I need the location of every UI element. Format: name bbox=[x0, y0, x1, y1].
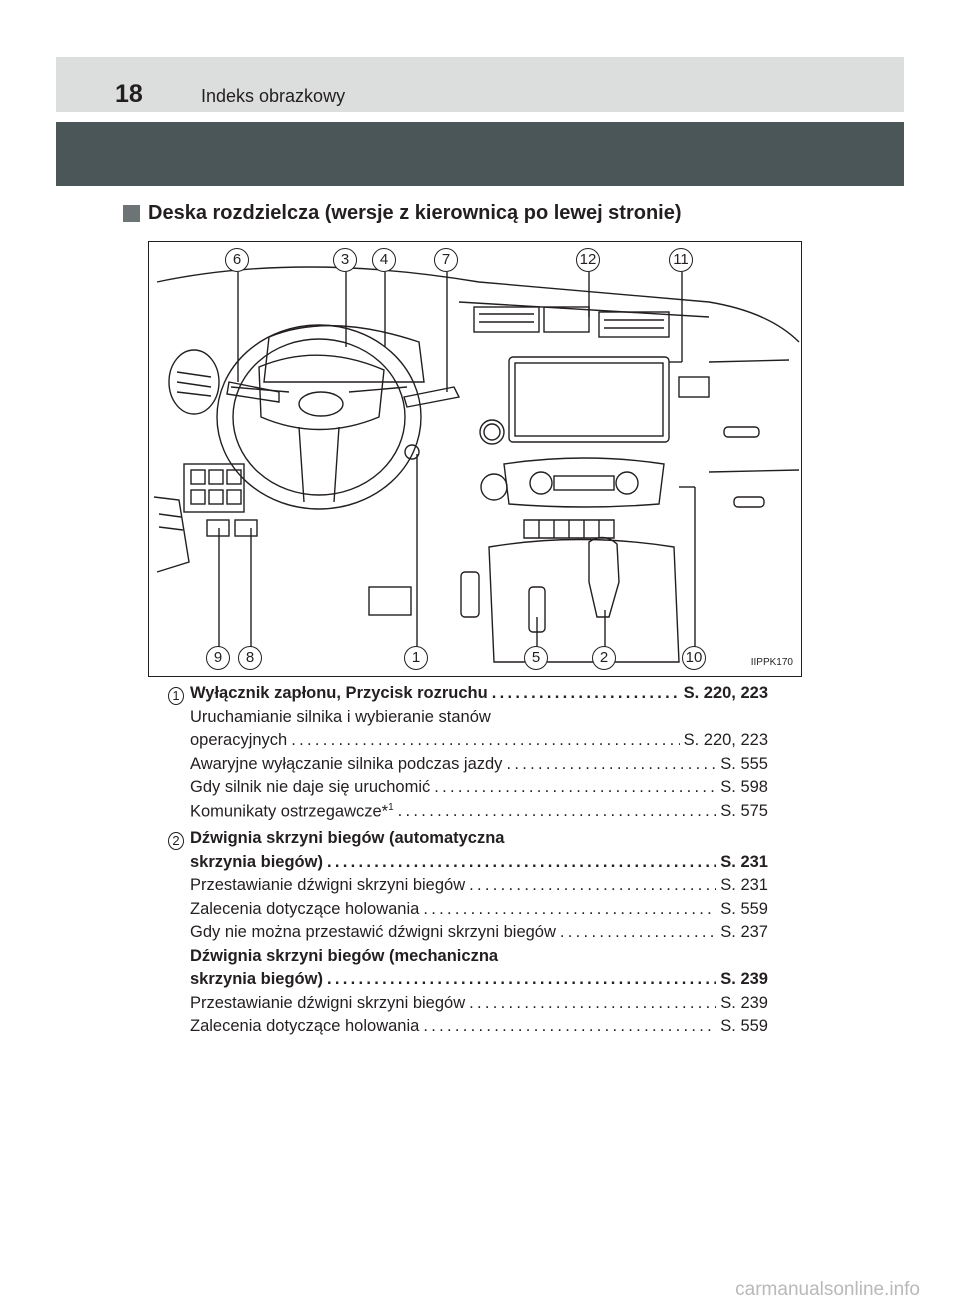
callout-4: 4 bbox=[372, 248, 396, 272]
dashboard-drawing bbox=[153, 266, 800, 663]
index-entry-1: 1 Wyłącznik zapłonu, Przycisk rozruchu .… bbox=[168, 684, 768, 825]
dashboard-illustration: 6 3 4 7 12 11 9 8 1 5 2 10 IIPPK170 bbox=[148, 241, 802, 677]
callout-5: 5 bbox=[524, 646, 548, 670]
callout-11: 11 bbox=[669, 248, 693, 272]
entry-row: Awaryjne wyłączanie silnika podczas jazd… bbox=[190, 754, 768, 773]
entry-row: Zalecenia dotyczące holowania ..........… bbox=[190, 1017, 768, 1035]
section-heading-text: Deska rozdzielcza (wersje z kierownicą p… bbox=[148, 202, 682, 224]
callout-7: 7 bbox=[434, 248, 458, 272]
entry-row: Dźwignia skrzyni biegów (automatyczna bbox=[190, 829, 505, 847]
section-band bbox=[56, 122, 904, 186]
page-number: 18 bbox=[115, 80, 143, 108]
figure-code: IIPPK170 bbox=[750, 657, 793, 668]
entry-number-badge: 2 bbox=[168, 832, 184, 850]
callout-12: 12 bbox=[576, 248, 600, 272]
watermark: carmanualsonline.info bbox=[735, 1279, 920, 1300]
entry-row: Przestawianie dźwigni skrzyni biegów ...… bbox=[190, 876, 768, 894]
callout-2: 2 bbox=[592, 646, 616, 670]
callout-1: 1 bbox=[404, 646, 428, 670]
entry-row: Przestawianie dźwigni skrzyni biegów ...… bbox=[190, 993, 768, 1012]
header-title: Indeks obrazkowy bbox=[201, 86, 346, 106]
callout-3: 3 bbox=[333, 248, 357, 272]
square-bullet-icon bbox=[123, 205, 140, 222]
callout-10: 10 bbox=[682, 646, 706, 670]
entry-row: Wyłącznik zapłonu, Przycisk rozruchu ...… bbox=[190, 684, 768, 702]
index-entry-2: 2 Dźwignia skrzyni biegów (automatyczna … bbox=[168, 829, 768, 1041]
entry-row: operacyjnych ...........................… bbox=[190, 731, 768, 749]
entry-row: Gdy nie można przestawić dźwigni skrzyni… bbox=[190, 923, 768, 941]
callout-9: 9 bbox=[206, 646, 230, 670]
entry-row: skrzynia biegów) .......................… bbox=[190, 970, 768, 988]
entry-row: skrzynia biegów) .......................… bbox=[190, 852, 768, 871]
entry-row: Dźwignia skrzyni biegów (mechaniczna bbox=[190, 946, 499, 965]
entry-row: Komunikaty ostrzegawcze*1 ..............… bbox=[190, 801, 768, 821]
entry-row: Gdy silnik nie daje się uruchomić ......… bbox=[190, 778, 768, 796]
entry-row: Zalecenia dotyczące holowania ..........… bbox=[190, 899, 768, 918]
callout-6: 6 bbox=[225, 248, 249, 272]
section-heading: Deska rozdzielcza (wersje z kierownicą p… bbox=[123, 202, 682, 225]
callout-8: 8 bbox=[238, 646, 262, 670]
header-bar bbox=[56, 57, 904, 112]
entry-row: Uruchamianie silnika i wybieranie stanów bbox=[190, 707, 491, 726]
entry-number-badge: 1 bbox=[168, 687, 184, 705]
